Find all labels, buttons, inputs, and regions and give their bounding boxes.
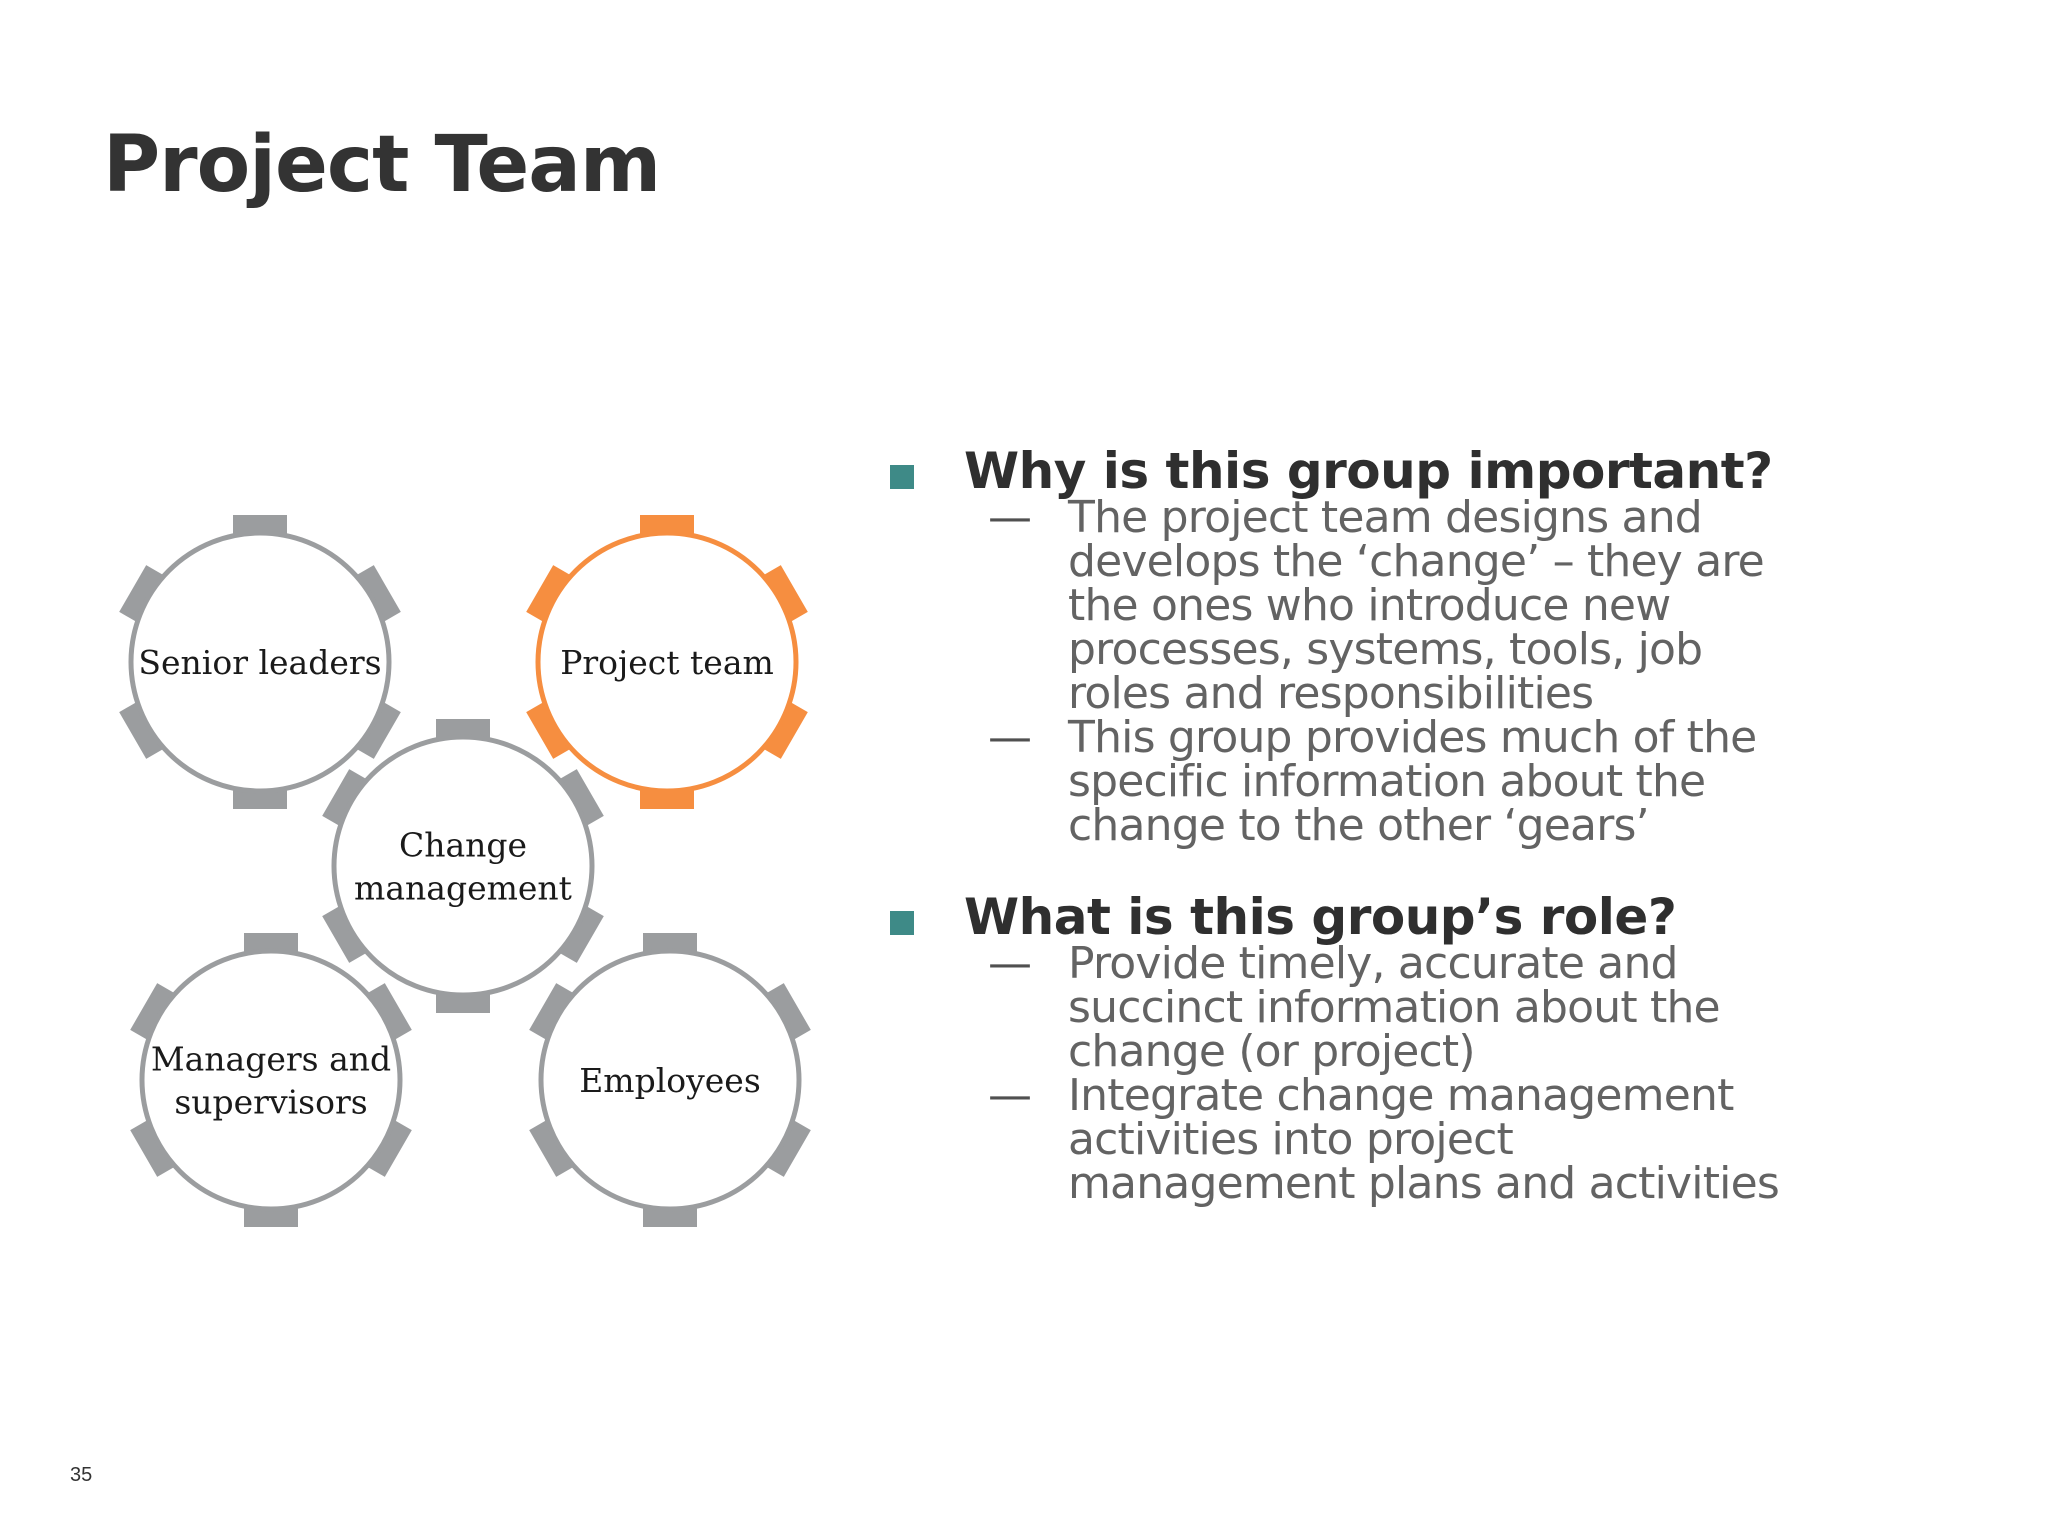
gear-label: Employees [579, 1061, 761, 1100]
section-importance: Why is this group important? — The proje… [888, 446, 2008, 848]
gear-tooth [349, 565, 401, 626]
list-item: — Provide timely, accurate and succinct … [964, 942, 1788, 1074]
gear-tooth [233, 515, 287, 543]
gear-tooth [119, 698, 171, 759]
gear-tooth [322, 769, 374, 830]
dash-bullet: — [988, 492, 1032, 543]
list-item-text: The project team designs and develops th… [1068, 492, 1765, 719]
gear-tooth [436, 719, 490, 747]
gear-label: management [354, 869, 572, 908]
gear-tooth [244, 1199, 298, 1227]
square-bullet-icon [890, 465, 914, 489]
gear-tooth [436, 985, 490, 1013]
gear-employees: Employees [529, 933, 811, 1227]
gear-managers-supervisors: Managers and supervisors [130, 933, 412, 1227]
gear-tooth [640, 515, 694, 543]
gear-label: supervisors [174, 1083, 367, 1122]
section-heading: What is this group’s role? [964, 888, 1677, 946]
gear-ring [139, 948, 403, 1212]
dash-bullet: — [988, 1070, 1032, 1121]
list-item: — This group provides much of the specif… [964, 716, 1788, 848]
section-heading: Why is this group important? [964, 442, 1773, 500]
gear-tooth [526, 698, 578, 759]
gear-tooth [233, 781, 287, 809]
gear-project-team: Project team [526, 515, 808, 809]
gear-tooth [244, 933, 298, 961]
gear-change-management: Change management [322, 719, 604, 1013]
gear-tooth [552, 902, 604, 963]
gear-tooth [643, 1199, 697, 1227]
list-item-text: Integrate change management activities i… [1068, 1070, 1780, 1209]
page-number: 35 [70, 1464, 93, 1486]
gear-tooth [322, 902, 374, 963]
gear-ring [538, 948, 802, 1212]
list-item: — Integrate change management activities… [964, 1074, 1788, 1206]
section-role: What is this group’s role? — Provide tim… [888, 892, 2008, 1206]
list-item: — The project team designs and develops … [964, 496, 1788, 716]
gear-label: Senior leaders [138, 643, 381, 682]
gear-ring [128, 530, 392, 794]
content-panel: Why is this group important? — The proje… [888, 446, 2008, 1206]
gear-tooth [756, 698, 808, 759]
gear-tooth [360, 983, 412, 1044]
list-item-text: This group provides much of the specific… [1068, 712, 1757, 851]
square-bullet-icon [890, 911, 914, 935]
gear-tooth [119, 565, 171, 626]
dash-bullet: — [988, 712, 1032, 763]
gear-tooth [759, 1116, 811, 1177]
gear-tooth [756, 565, 808, 626]
gear-tooth [529, 1116, 581, 1177]
gear-ring [535, 530, 799, 794]
gear-label: Managers and [151, 1040, 391, 1079]
gear-tooth [759, 983, 811, 1044]
gear-tooth [360, 1116, 412, 1177]
gear-senior-leaders: Senior leaders [119, 515, 401, 809]
gear-tooth [640, 781, 694, 809]
gear-tooth [643, 933, 697, 961]
gear-ring [331, 734, 595, 998]
gear-label: Change [399, 826, 527, 865]
gear-tooth [130, 1116, 182, 1177]
gear-tooth [529, 983, 581, 1044]
gear-tooth [130, 983, 182, 1044]
gear-tooth [526, 565, 578, 626]
sub-list: — Provide timely, accurate and succinct … [964, 942, 2008, 1206]
gear-label: Project team [560, 643, 774, 682]
slide-title: Project Team [103, 120, 661, 210]
gear-tooth [552, 769, 604, 830]
sub-list: — The project team designs and develops … [964, 496, 2008, 848]
list-item-text: Provide timely, accurate and succinct in… [1068, 938, 1721, 1077]
dash-bullet: — [988, 938, 1032, 989]
gear-tooth [349, 698, 401, 759]
